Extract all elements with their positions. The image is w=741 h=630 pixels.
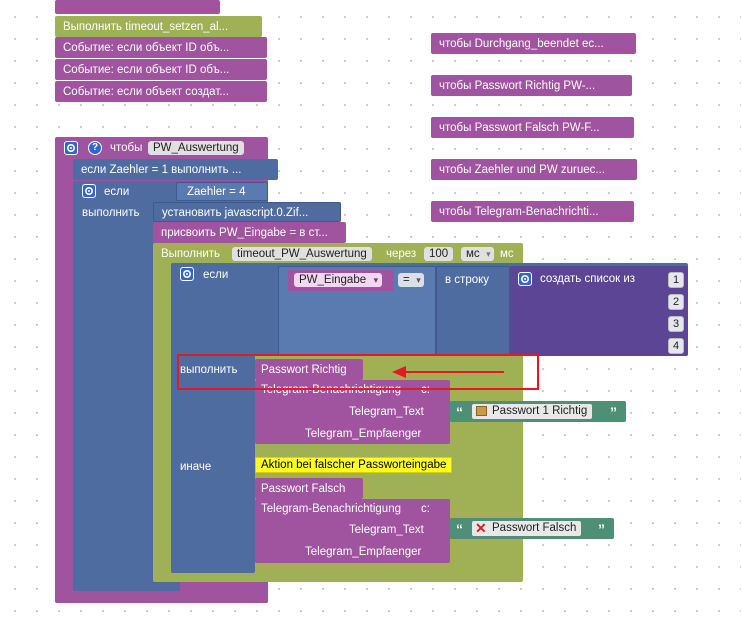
red-x-icon: ✕ bbox=[475, 520, 487, 536]
top-block-event-2[interactable]: Событие: если объект ID объ... bbox=[55, 59, 267, 80]
pw-eingabe-field[interactable]: PW_Eingabe ▾ bbox=[294, 273, 383, 287]
timeout-block-inner-left bbox=[153, 243, 171, 582]
right-block-falsch-label: чтобы Passwort Falsch PW-F... bbox=[439, 122, 600, 134]
highlight-box bbox=[177, 354, 539, 390]
operator-select-label: = bbox=[403, 274, 410, 286]
right-block-richtig[interactable]: чтобы Passwort Richtig PW-... bbox=[431, 75, 632, 96]
do-label: выполнить bbox=[82, 207, 140, 219]
top-block-timeout[interactable]: Выполнить timeout_setzen_al... bbox=[55, 16, 262, 37]
package-icon bbox=[476, 406, 487, 416]
timeout-unit-select-label: мс bbox=[466, 248, 480, 260]
string-passwort-1-richtig-label: Passwort 1 Richtig bbox=[492, 405, 588, 417]
gear-icon[interactable] bbox=[64, 141, 78, 155]
call-passwort-richtig[interactable]: Passwort Richtig bbox=[255, 359, 363, 380]
assign-pw-block[interactable]: присвоить PW_Eingabe = в ст... bbox=[153, 222, 346, 243]
operator-select[interactable]: = ▾ bbox=[398, 273, 424, 287]
inner-if-label: если bbox=[203, 269, 229, 281]
gear-icon[interactable] bbox=[518, 272, 532, 286]
right-block-richtig-label: чтобы Passwort Richtig PW-... bbox=[439, 80, 596, 92]
right-block-telegram[interactable]: чтобы Telegram-Benachrichti... bbox=[431, 201, 634, 222]
if-zaehler-1-label: если Zaehler = 1 выполнить ... bbox=[81, 164, 242, 176]
inner-do-label: выполнить bbox=[180, 364, 238, 376]
if-label: если bbox=[104, 186, 130, 198]
set-javascript-label: установить javascript.0.Zif... bbox=[162, 207, 309, 219]
arrow-left-icon bbox=[392, 366, 504, 378]
right-block-falsch[interactable]: чтобы Passwort Falsch PW-F... bbox=[431, 117, 634, 138]
call-passwort-falsch-label: Passwort Falsch bbox=[261, 483, 346, 495]
top-block-timeout-label: Выполнить timeout_setzen_al... bbox=[63, 21, 229, 33]
right-block-zaehler[interactable]: чтобы Zaehler und PW zuruec... bbox=[431, 159, 637, 180]
list-item-3[interactable]: 3 bbox=[668, 316, 684, 332]
timeout-exec-label: Выполнить bbox=[161, 248, 221, 260]
telegram-falsch-label: Telegram-Benachrichtigung bbox=[261, 503, 401, 515]
set-javascript-block[interactable]: установить javascript.0.Zif... bbox=[153, 202, 341, 222]
telegram-richtig-block[interactable]: Telegram-Benachrichtigung c: Telegram_Te… bbox=[255, 380, 450, 444]
right-block-durchgang[interactable]: чтобы Durchgang_beendet ес... bbox=[431, 33, 636, 54]
if-zaehler-1-collapsed[interactable]: если Zaehler = 1 выполнить ... bbox=[73, 159, 278, 180]
top-block-event-1-label: Событие: если объект ID объ... bbox=[63, 42, 230, 54]
function-block-bottom bbox=[55, 590, 268, 603]
condition-zaehler-4-label: Zaehler = 4 bbox=[187, 186, 246, 198]
top-block-event-3[interactable]: Событие: если объект создат... bbox=[55, 81, 267, 102]
timeout-value-field[interactable]: 100 bbox=[424, 247, 454, 261]
top-block-event-3-label: Событие: если объект создат... bbox=[63, 86, 229, 98]
top-block-event-2-label: Событие: если объект ID объ... bbox=[63, 64, 230, 76]
right-block-durchgang-label: чтобы Durchgang_beendet ес... bbox=[439, 38, 604, 50]
call-passwort-richtig-label: Passwort Richtig bbox=[261, 364, 347, 376]
right-block-telegram-label: чтобы Telegram-Benachrichti... bbox=[439, 206, 599, 218]
dropdown-arrow-icon: ▾ bbox=[373, 275, 379, 285]
telegram-falsch-text-label: Telegram_Text bbox=[349, 524, 424, 536]
telegram-falsch-block[interactable]: Telegram-Benachrichtigung c: Telegram_Te… bbox=[255, 499, 450, 563]
to-string-label: в строку bbox=[445, 274, 490, 286]
top-block-event-1[interactable]: Событие: если объект ID объ... bbox=[55, 37, 267, 58]
function-name-field[interactable]: PW_Auswertung bbox=[148, 141, 244, 155]
list-item-1[interactable]: 1 bbox=[668, 272, 684, 288]
gear-icon[interactable] bbox=[180, 267, 194, 281]
telegram-richtig-suffix: c: bbox=[421, 384, 430, 396]
pw-eingabe-field-label: PW_Eingabe bbox=[299, 274, 367, 286]
telegram-richtig-label: Telegram-Benachrichtigung bbox=[261, 384, 401, 396]
inner-else-label: иначе bbox=[180, 461, 212, 473]
list-item-4[interactable]: 4 bbox=[668, 338, 684, 354]
close-quote-icon: ” bbox=[610, 404, 617, 420]
string-passwort-1-richtig-field[interactable]: Passwort 1 Richtig bbox=[472, 404, 593, 419]
open-quote-icon: “ bbox=[456, 521, 463, 537]
condition-zaehler-4[interactable]: Zaehler = 4 bbox=[176, 182, 268, 201]
assign-pw-label: присвоить PW_Eingabe = в ст... bbox=[161, 227, 328, 239]
call-passwort-falsch[interactable]: Passwort Falsch bbox=[255, 478, 363, 499]
dropdown-arrow-icon: ▾ bbox=[416, 275, 421, 285]
to-string-block[interactable]: в строку bbox=[436, 266, 510, 356]
telegram-richtig-recipient-label: Telegram_Empfaenger bbox=[305, 428, 422, 440]
open-quote-icon: “ bbox=[456, 404, 463, 420]
timeout-unit-suffix: мс bbox=[500, 248, 514, 260]
string-passwort-falsch-field[interactable]: ✕ Passwort Falsch bbox=[472, 520, 582, 536]
create-list-label: создать список из bbox=[540, 273, 636, 285]
comment-falsche-passworteingabe[interactable]: Aktion bei falscher Passworteingabe bbox=[255, 457, 453, 473]
timeout-via-label: через bbox=[386, 248, 417, 260]
create-list-block[interactable] bbox=[510, 266, 688, 356]
timeout-unit-select[interactable]: мс ▾ bbox=[461, 247, 494, 261]
timeout-name-field[interactable]: timeout_PW_Auswertung bbox=[232, 247, 372, 261]
string-passwort-1-richtig[interactable]: “ Passwort 1 Richtig ” bbox=[450, 401, 626, 422]
list-item-2[interactable]: 2 bbox=[668, 294, 684, 310]
dropdown-arrow-icon: ▾ bbox=[486, 249, 491, 259]
telegram-richtig-text-label: Telegram_Text bbox=[349, 406, 424, 418]
string-passwort-falsch-label: Passwort Falsch bbox=[492, 522, 577, 534]
help-icon[interactable]: ? bbox=[88, 141, 102, 155]
telegram-falsch-suffix: c: bbox=[421, 503, 430, 515]
right-block-zaehler-label: чтобы Zaehler und PW zuruec... bbox=[439, 164, 605, 176]
string-passwort-falsch[interactable]: “ ✕ Passwort Falsch ” bbox=[450, 518, 614, 539]
pw-eingabe-variable[interactable]: PW_Eingabe ▾ bbox=[288, 270, 394, 291]
telegram-falsch-recipient-label: Telegram_Empfaenger bbox=[305, 546, 422, 558]
gear-icon[interactable] bbox=[82, 184, 96, 198]
function-prefix: чтобы bbox=[110, 142, 143, 154]
top-block-stub[interactable] bbox=[55, 0, 220, 14]
close-quote-icon: ” bbox=[598, 521, 605, 537]
